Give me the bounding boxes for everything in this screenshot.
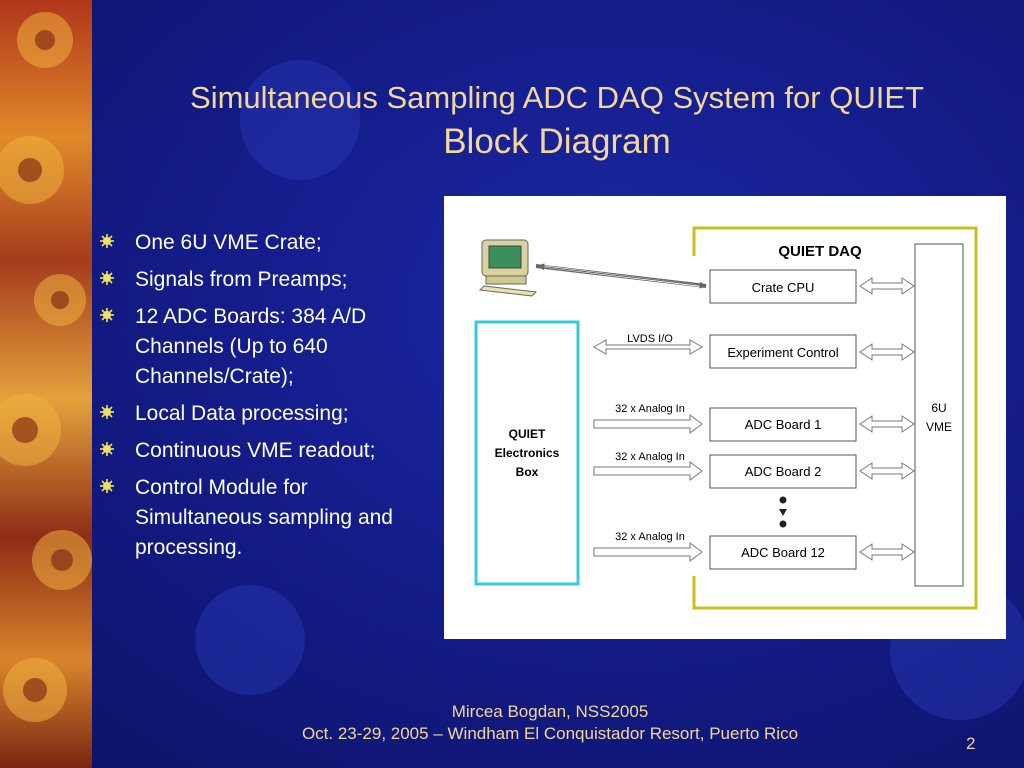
vme-label-2: VME [926,420,952,434]
title-line-1: Simultaneous Sampling ADC DAQ System for… [190,80,924,115]
input-arrows [593,339,703,562]
crate-outline [692,226,978,610]
electronics-label-1: QUIET [509,427,546,441]
vme-backplane [914,243,964,587]
bullet-text: Continuous VME readout; [135,439,376,462]
electronics-box [474,320,580,586]
decorative-gear-strip [0,0,92,768]
sun-bullet-icon [100,308,114,322]
block-diagram-svg: QUIET DAQ 6U VME QUIET Electronics Box [474,226,978,610]
module-label: ADC Board 1 [745,417,822,432]
bullet-list: One 6U VME Crate; Signals from Preamps; … [100,228,435,570]
bullet-item: Continuous VME readout; [100,436,435,466]
gear-icon [0,12,92,722]
footer: Mircea Bogdan, NSS2005 Oct. 23-29, 2005 … [150,701,950,745]
sun-bullet-icon [100,271,114,285]
input-label: 32 x Analog In [615,531,685,543]
bullet-item: One 6U VME Crate; [100,228,435,258]
computer-icon [478,239,538,297]
input-label: LVDS I/O [627,333,673,345]
page-number: 2 [966,734,976,753]
bullet-text: One 6U VME Crate; [135,231,322,254]
module-adc-board-1: ADC Board 1 32 x Analog In [615,403,857,442]
module-experiment-control: Experiment Control LVDS I/O [627,333,857,369]
footer-author: Mircea Bogdan, NSS2005 [451,702,649,721]
input-label: 32 x Analog In [615,403,685,415]
module-label: Experiment Control [727,345,838,360]
daq-title: QUIET DAQ [778,243,862,260]
sun-bullet-icon [100,234,114,248]
sun-bullet-icon [100,442,114,456]
electronics-label-3: Box [516,465,539,479]
electronics-label-2: Electronics [495,446,560,460]
bullet-item: Control Module for Simultaneous sampling… [100,473,435,563]
module-label: ADC Board 2 [745,464,822,479]
module-label: Crate CPU [752,280,815,295]
bullet-item: Local Data processing; [100,399,435,429]
module-adc-board-12: ADC Board 12 32 x Analog In [615,531,857,570]
input-label: 32 x Analog In [615,451,685,463]
ellipsis-dots [779,496,787,528]
bullet-text: 12 ADC Boards: 384 A/D Channels (Up to 6… [135,305,367,388]
bullet-text: Signals from Preamps; [135,268,348,291]
bullet-item: Signals from Preamps; [100,265,435,295]
bullet-text: Control Module for Simultaneous sampling… [135,476,393,559]
footer-event: Oct. 23-29, 2005 – Windham El Conquistad… [301,724,799,743]
sun-bullet-icon [100,479,114,493]
vme-bus-arrows [859,277,915,561]
bullet-item: 12 ADC Boards: 384 A/D Channels (Up to 6… [100,302,435,392]
module-crate-cpu: Crate CPU [709,269,857,304]
sun-bullet-icon [100,405,114,419]
module-adc-board-2: ADC Board 2 32 x Analog In [615,451,857,489]
module-label: ADC Board 12 [741,545,825,560]
block-diagram: QUIET DAQ 6U VME QUIET Electronics Box [444,196,1006,639]
title-line-2: Block Diagram [443,122,671,161]
vme-label-1: 6U [931,401,946,415]
bullet-text: Local Data processing; [135,402,349,425]
